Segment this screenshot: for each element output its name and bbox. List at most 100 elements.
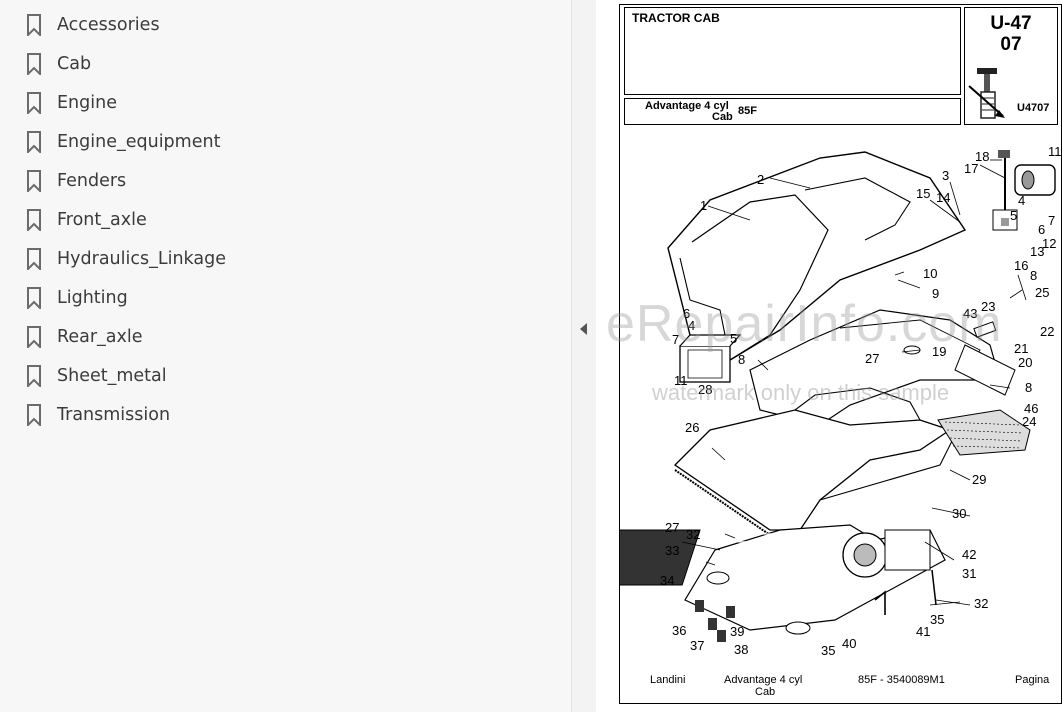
bookmark-icon xyxy=(27,326,41,348)
callout-40: 40 xyxy=(842,636,856,651)
watermark-sub: watermark only on this sample xyxy=(652,380,950,405)
watermark-main: eRepairInfo.com xyxy=(606,295,1003,353)
section-code: U-47 07 xyxy=(966,13,1056,55)
page-title: TRACTOR CAB xyxy=(632,11,720,25)
callout-43: 43 xyxy=(963,306,977,321)
bookmark-icon xyxy=(27,287,41,309)
callout-8c: 8 xyxy=(738,352,745,367)
callout-21: 21 xyxy=(1014,341,1028,356)
callout-20: 20 xyxy=(1018,355,1032,370)
bookmark-icon xyxy=(27,209,41,231)
bookmark-label: Rear_axle xyxy=(57,327,143,347)
bookmark-cab[interactable]: Cab xyxy=(26,49,91,79)
callout-5b: 5 xyxy=(730,331,737,346)
bookmarks-panel: Accessories Cab Engine Engine_equipment … xyxy=(26,0,572,712)
callout-23: 23 xyxy=(981,299,995,314)
bookmark-accessories[interactable]: Accessories xyxy=(26,10,160,40)
section-code-line2: 07 xyxy=(1000,34,1022,55)
bookmark-icon xyxy=(27,131,41,153)
callout-30: 30 xyxy=(952,506,966,521)
callout-26: 26 xyxy=(685,420,699,435)
callout-9: 9 xyxy=(932,286,939,301)
bookmark-front-axle[interactable]: Front_axle xyxy=(26,205,147,235)
callout-27b: 27 xyxy=(665,520,679,535)
bookmark-icon xyxy=(27,170,41,192)
chevron-left-icon[interactable] xyxy=(578,322,590,336)
bookmark-icon xyxy=(27,92,41,114)
panel-splitter[interactable] xyxy=(572,0,596,712)
callout-39: 39 xyxy=(730,624,744,639)
bookmark-label: Sheet_metal xyxy=(57,366,167,386)
callout-15: 15 xyxy=(916,186,930,201)
callout-6: 6 xyxy=(1038,222,1045,237)
bookmark-rear-axle[interactable]: Rear_axle xyxy=(26,322,143,352)
callout-22: 22 xyxy=(1040,324,1054,339)
bookmark-transmission[interactable]: Transmission xyxy=(26,400,170,430)
bookmark-icon xyxy=(27,248,41,270)
callout-29: 29 xyxy=(972,472,986,487)
callout-6b: 6 xyxy=(683,306,690,321)
callout-24: 24 xyxy=(1022,414,1036,429)
footer-brand: Landini xyxy=(650,674,686,686)
footer-page-label: Pagina xyxy=(1015,674,1050,686)
exploded-diagram: 1 2 3 4 5 6 7 8 9 10 11 12 13 14 15 16 1… xyxy=(620,144,1061,658)
callout-28: 28 xyxy=(698,382,712,397)
bookmark-hydraulics-linkage[interactable]: Hydraulics_Linkage xyxy=(26,244,226,274)
bookmark-fenders[interactable]: Fenders xyxy=(26,166,126,196)
callout-13: 13 xyxy=(1030,244,1044,259)
callout-35b: 35 xyxy=(821,643,835,658)
callout-19: 19 xyxy=(932,344,946,359)
bookmark-engine-equipment[interactable]: Engine_equipment xyxy=(26,127,220,157)
bookmark-lighting[interactable]: Lighting xyxy=(26,283,128,313)
callout-8: 8 xyxy=(1030,268,1037,283)
model-sub: Cab xyxy=(712,111,733,123)
callout-46: 46 xyxy=(1024,401,1038,416)
callout-34: 34 xyxy=(660,573,674,588)
lever-illustration-icon xyxy=(968,68,1005,119)
callout-42: 42 xyxy=(962,547,976,562)
bookmark-icon xyxy=(27,404,41,426)
callout-37: 37 xyxy=(690,638,704,653)
callout-17: 17 xyxy=(964,161,978,176)
model-name: Advantage 4 cyl xyxy=(645,100,729,112)
callout-36: 36 xyxy=(672,623,686,638)
section-code-line1: U-47 xyxy=(990,13,1032,34)
callout-2: 2 xyxy=(757,172,764,187)
callout-8b: 8 xyxy=(1025,380,1032,395)
bookmark-label: Transmission xyxy=(57,405,171,425)
bookmark-icon xyxy=(27,365,41,387)
callout-3: 3 xyxy=(942,168,949,183)
callout-38: 38 xyxy=(734,642,748,657)
callout-25: 25 xyxy=(1035,285,1049,300)
bookmark-label: Engine xyxy=(57,93,117,113)
bookmark-label: Front_axle xyxy=(57,210,147,230)
bookmark-label: Fenders xyxy=(57,171,127,191)
figure-ref: U4707 xyxy=(1017,102,1050,114)
callout-1: 1 xyxy=(700,198,707,213)
footer-model: Advantage 4 cyl xyxy=(724,674,803,686)
callout-18: 18 xyxy=(975,149,989,164)
code-box xyxy=(964,7,1058,125)
callout-7: 7 xyxy=(1048,213,1055,228)
bookmark-label: Accessories xyxy=(57,15,160,35)
bookmark-label: Cab xyxy=(57,54,92,74)
callout-27a: 27 xyxy=(865,351,879,366)
bookmark-engine[interactable]: Engine xyxy=(26,88,117,118)
model-box xyxy=(624,98,961,125)
bookmark-label: Engine_equipment xyxy=(57,132,221,152)
callout-41: 41 xyxy=(916,624,930,639)
callout-7b: 7 xyxy=(672,332,679,347)
bookmark-label: Hydraulics_Linkage xyxy=(57,249,226,269)
bookmark-icon xyxy=(27,14,41,36)
bookmark-sheet-metal[interactable]: Sheet_metal xyxy=(26,361,167,391)
callout-31: 31 xyxy=(962,566,976,581)
callout-11: 11 xyxy=(1048,144,1061,159)
callout-4b: 4 xyxy=(688,318,695,333)
callout-4: 4 xyxy=(1018,193,1025,208)
callout-35a: 35 xyxy=(930,612,944,627)
model-code: 85F xyxy=(738,105,757,117)
callout-33: 33 xyxy=(665,543,679,558)
callout-32a: 32 xyxy=(686,527,700,542)
callout-14: 14 xyxy=(936,190,950,205)
bookmark-label: Lighting xyxy=(57,288,128,308)
